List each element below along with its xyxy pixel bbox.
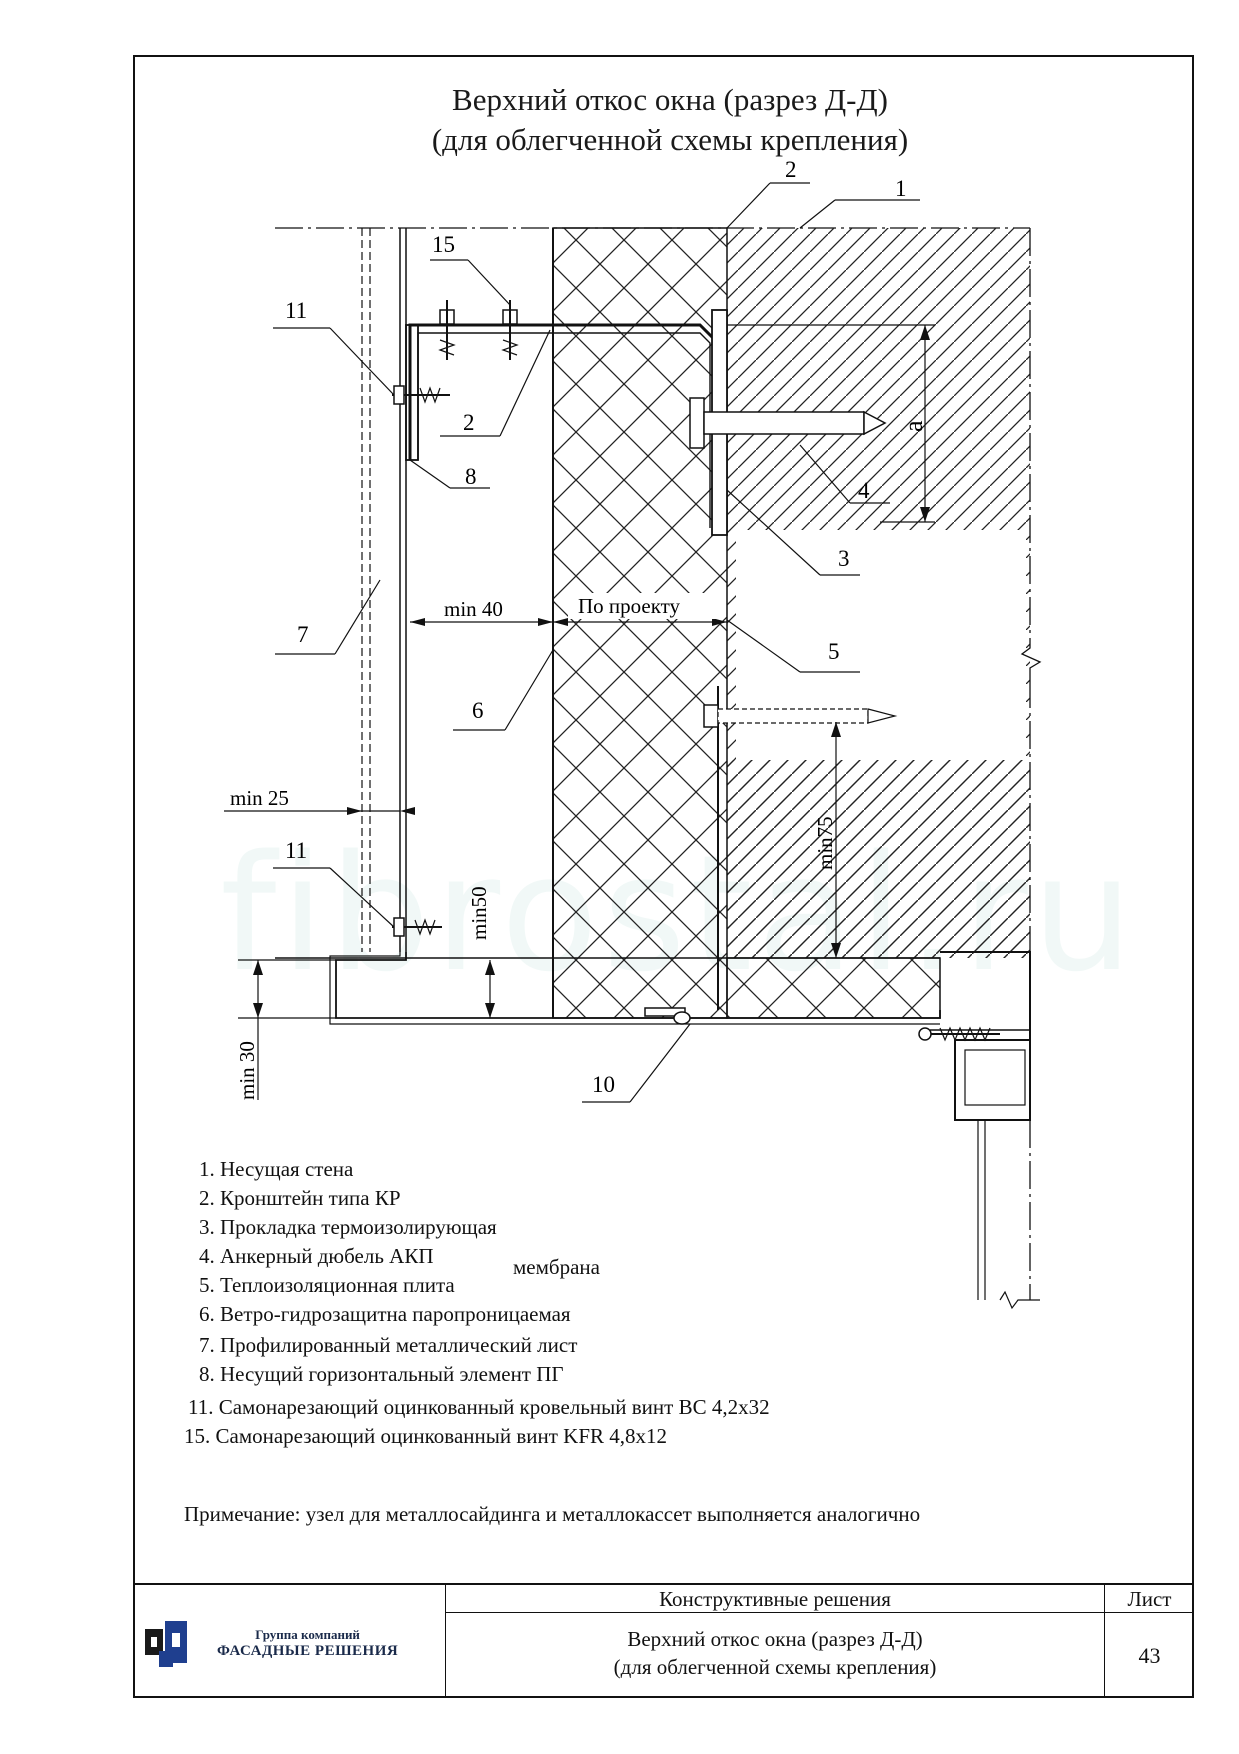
callout-8: 8	[465, 464, 477, 489]
title-block: Группа компаний ФАСАДНЫЕ РЕШЕНИЯ Констру…	[133, 1583, 1194, 1700]
dim-a-label: a	[899, 420, 928, 432]
dim-min25-label: min 25	[230, 786, 289, 810]
insulation-board-bottom	[726, 957, 941, 1019]
bottom-flashing	[335, 952, 941, 1019]
section-name: Конструктивные решения	[446, 1585, 1104, 1613]
screw-15-a	[438, 300, 456, 360]
drawing-title-line-2: (для облегченной схемы крепления)	[431, 122, 909, 157]
legend-item: 11. Самонарезающий оцинкованный кровельн…	[188, 1395, 770, 1419]
callout-4: 4	[858, 478, 870, 503]
callout-15: 15	[432, 232, 455, 257]
bearing-wall-lower	[727, 760, 1030, 958]
callout-11-upper: 11	[285, 298, 307, 323]
dim-min75: min75	[813, 722, 841, 958]
dim-min30-label: min 30	[235, 1041, 259, 1100]
legend-item: 2. Кронштейн типа КР	[199, 1186, 401, 1210]
callout-1: 1	[895, 176, 907, 201]
callout-7: 7	[297, 622, 309, 647]
anchor-dowel	[689, 397, 887, 449]
dim-a: a	[727, 324, 935, 523]
company-name-line-2: ФАСАДНЫЕ РЕШЕНИЯ	[217, 1643, 399, 1659]
sheet-number: 43	[1104, 1613, 1194, 1698]
legend-item: 8. Несущий горизонтальный элемент ПГ	[199, 1362, 564, 1386]
legend: 1. Несущая стена 2. Кронштейн типа КР 3.…	[184, 1155, 770, 1451]
screw-11-lower	[392, 917, 442, 937]
legend-item: 15. Самонарезающий оцинкованный винт KFR…	[184, 1424, 668, 1448]
legend-item: 5. Теплоизоляционная плита	[199, 1273, 455, 1297]
callout-11-lower: 11	[285, 838, 307, 863]
dim-min40-label: min 40	[444, 597, 503, 621]
dim-po-proektu: По проекту	[553, 593, 727, 626]
dim-min40: min 40	[410, 597, 553, 626]
dim-min75-label: min75	[813, 816, 837, 870]
sheet-name: Верхний откос окна (разрез Д-Д) (для обл…	[446, 1613, 1104, 1698]
sheet-name-line-1: Верхний откос окна (разрез Д-Д)	[627, 1627, 923, 1651]
lower-anchor	[703, 686, 898, 1010]
legend-item: 4. Анкерный дюбель АКП	[199, 1244, 434, 1268]
callout-5: 5	[828, 639, 840, 664]
dim-min30: min 30	[235, 959, 336, 1100]
sheet-name-line-2: (для облегченной схемы крепления)	[613, 1655, 937, 1679]
window-frame	[918, 951, 1040, 1310]
legend-item: 7. Профилированный металлический лист	[199, 1333, 578, 1357]
company-name: Группа компаний ФАСАДНЫЕ РЕШЕНИЯ	[217, 1627, 398, 1660]
sheet-label: Лист	[1104, 1585, 1194, 1613]
legend-item: 1. Несущая стена	[199, 1157, 354, 1181]
callout-2-top: 2	[785, 157, 797, 182]
legend-item: 3. Прокладка термоизолирующая	[199, 1215, 497, 1239]
insulation-board	[552, 227, 728, 1019]
rivet-10	[644, 1007, 691, 1025]
callout-2-lower: 2	[463, 410, 475, 435]
dim-min50-label: min50	[467, 886, 491, 940]
company-logo-cell: Группа компаний ФАСАДНЫЕ РЕШЕНИЯ	[133, 1585, 446, 1698]
drawing-title-line-1: Верхний откос окна (разрез Д-Д)	[452, 82, 888, 117]
note-text: Примечание: узел для металлосайдинга и м…	[184, 1502, 921, 1526]
screw-11-upper	[392, 385, 450, 405]
horizontal-carrier	[405, 324, 419, 461]
company-name-line-1: Группа компаний	[255, 1627, 360, 1642]
callout-6: 6	[472, 698, 484, 723]
company-logo-icon	[145, 1621, 187, 1667]
screw-15-b	[501, 300, 519, 360]
callout-10: 10	[592, 1072, 615, 1097]
dim-min50: min50	[467, 886, 495, 1018]
callout-3: 3	[838, 546, 850, 571]
drawing-sheet	[133, 55, 1194, 1698]
legend-extra-membrana: мембрана	[513, 1255, 600, 1279]
dim-min25: min 25	[224, 786, 415, 815]
legend-item: 6. Ветро-гидрозащитна паропроницаемая	[199, 1302, 571, 1326]
dim-po-proektu-label: По проекту	[578, 594, 681, 618]
